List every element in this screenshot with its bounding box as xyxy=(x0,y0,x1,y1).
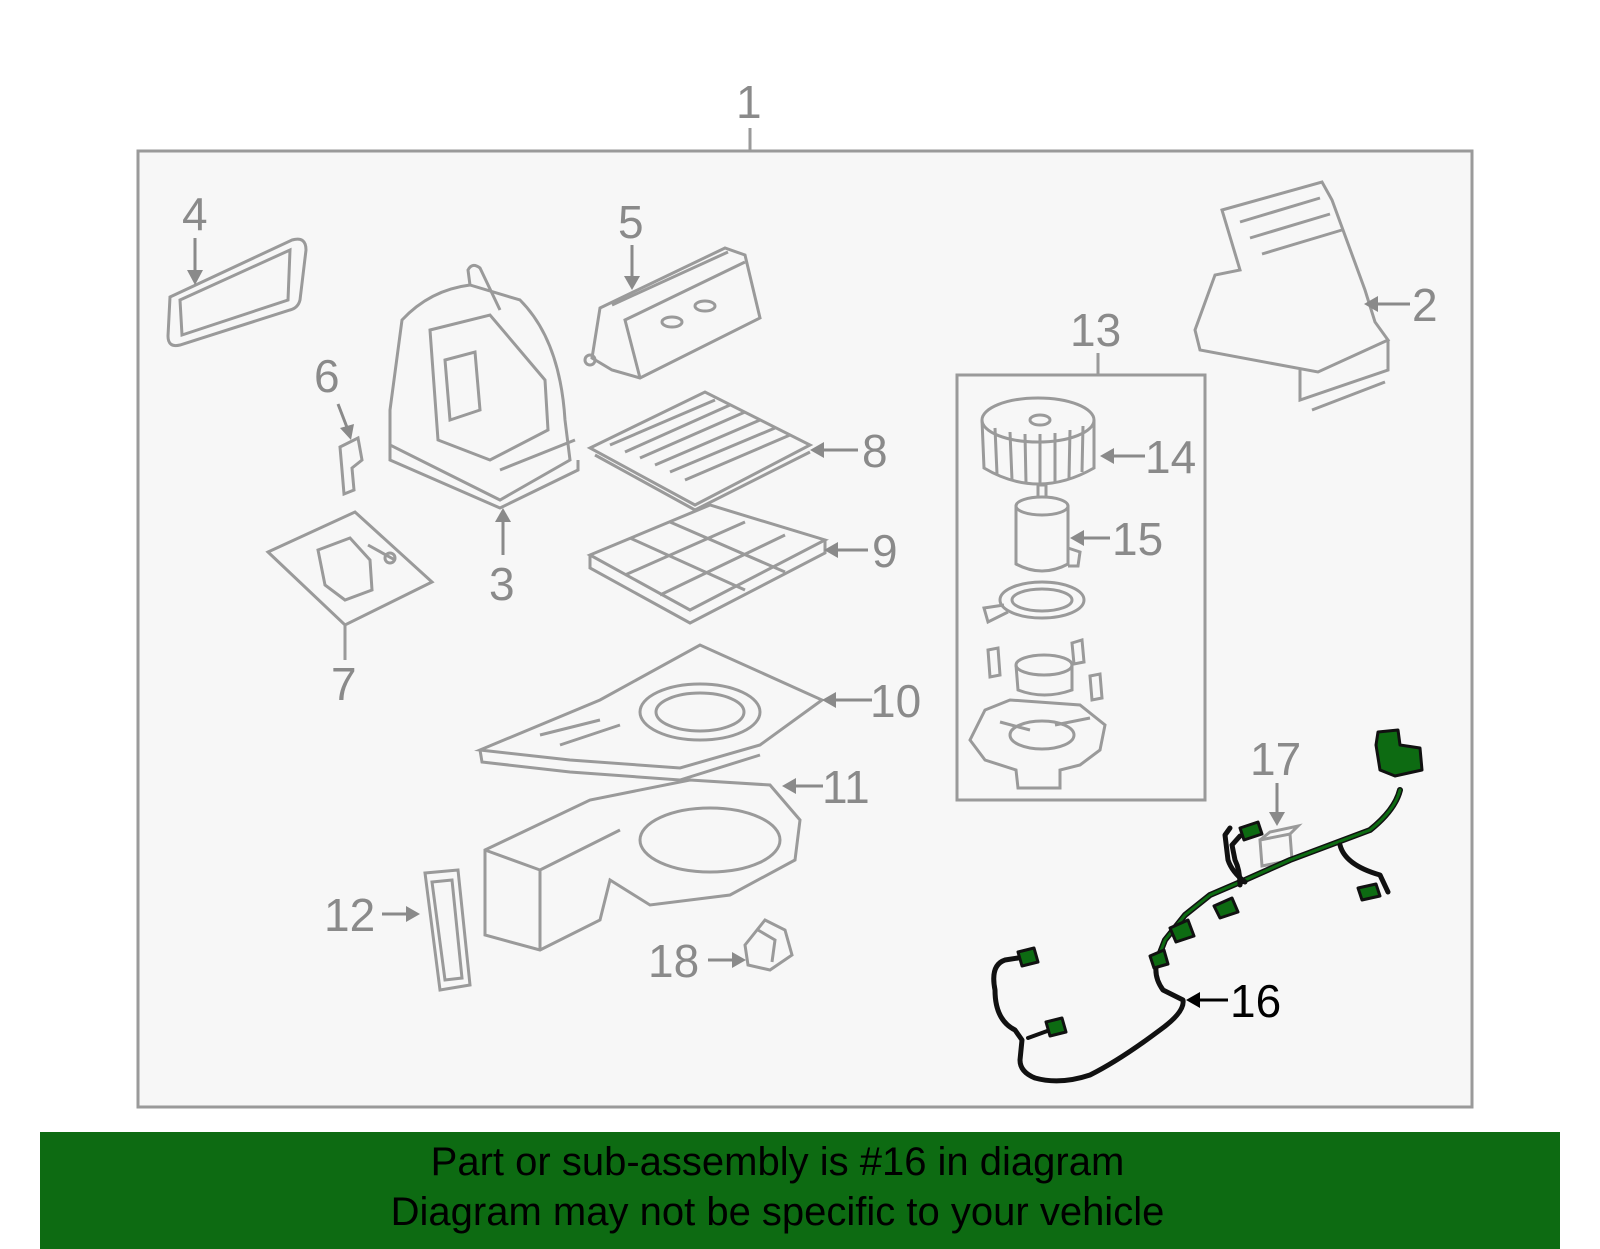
arrow-8 xyxy=(810,442,824,458)
footer-line-2: Diagram may not be specific to your vehi… xyxy=(390,1190,1165,1234)
arrow-9 xyxy=(824,542,838,558)
part-13-motor-mount xyxy=(986,638,1104,702)
part-18-bracket xyxy=(743,918,794,972)
harness-connector-f xyxy=(1016,946,1040,968)
callout-7: 7 xyxy=(331,658,357,710)
part-2-duct xyxy=(1193,180,1391,412)
callout-12: 12 xyxy=(324,889,375,941)
callout-8: 8 xyxy=(862,425,888,477)
callout-13: 13 xyxy=(1070,304,1121,356)
harness-connector-b xyxy=(1212,896,1240,920)
arrow-2 xyxy=(1364,296,1378,312)
callout-4: 4 xyxy=(182,188,208,240)
part-13-motor-housing xyxy=(968,698,1107,790)
harness-connector-e xyxy=(1356,882,1382,902)
arrow-11 xyxy=(782,778,796,794)
harness-connector-a xyxy=(1238,820,1264,842)
part-6-clip xyxy=(338,435,364,497)
arrow-5 xyxy=(624,276,640,290)
callout-15: 15 xyxy=(1112,513,1163,565)
callout-3: 3 xyxy=(489,558,515,610)
callout-5: 5 xyxy=(618,196,644,248)
callout-17: 17 xyxy=(1250,733,1301,785)
part-10-upper-case xyxy=(474,643,825,782)
callout-16: 16 xyxy=(1230,975,1281,1027)
callout-1: 1 xyxy=(736,76,762,128)
callout-10: 10 xyxy=(870,675,921,727)
part-12-seal xyxy=(423,868,472,992)
leader-6 xyxy=(336,403,350,431)
harness-connector-top xyxy=(1374,728,1424,778)
harness-connector-g xyxy=(1044,1016,1068,1038)
callout-11: 11 xyxy=(822,761,870,813)
arrow-3 xyxy=(495,508,511,522)
part-3-blower-housing xyxy=(388,263,580,510)
callout-14: 14 xyxy=(1145,431,1196,483)
arrow-17 xyxy=(1269,812,1285,826)
callout-9: 9 xyxy=(872,525,898,577)
arrow-10 xyxy=(822,692,836,708)
callout-2: 2 xyxy=(1412,279,1438,331)
part-7-actuator xyxy=(265,510,435,627)
part-13-motor-seal xyxy=(982,580,1086,625)
assembly-frame xyxy=(136,149,1474,1109)
arrow-6 xyxy=(340,424,354,440)
part-5-duct-cover xyxy=(583,246,762,380)
callout-18: 18 xyxy=(648,935,699,987)
footer-line-1: Part or sub-assembly is #16 in diagram xyxy=(430,1140,1125,1184)
part-16-wiring-harness xyxy=(991,728,1424,1084)
arrow-12 xyxy=(406,906,420,922)
arrow-4 xyxy=(187,270,203,285)
group-13-frame xyxy=(955,373,1207,802)
callout-6: 6 xyxy=(314,350,340,402)
arrow-18 xyxy=(732,952,746,968)
part-15-motor xyxy=(1014,483,1082,573)
footer-banner: Part or sub-assembly is #16 in diagram D… xyxy=(40,1132,1560,1249)
arrow-14 xyxy=(1100,448,1114,464)
part-11-lower-case xyxy=(483,778,802,952)
arrow-16 xyxy=(1186,992,1200,1008)
arrow-15 xyxy=(1070,530,1084,546)
harness-connector-d xyxy=(1148,948,1170,970)
harness-connector-c xyxy=(1168,918,1196,944)
part-9-filter-frame xyxy=(586,503,829,625)
part-4-gasket xyxy=(166,237,308,348)
